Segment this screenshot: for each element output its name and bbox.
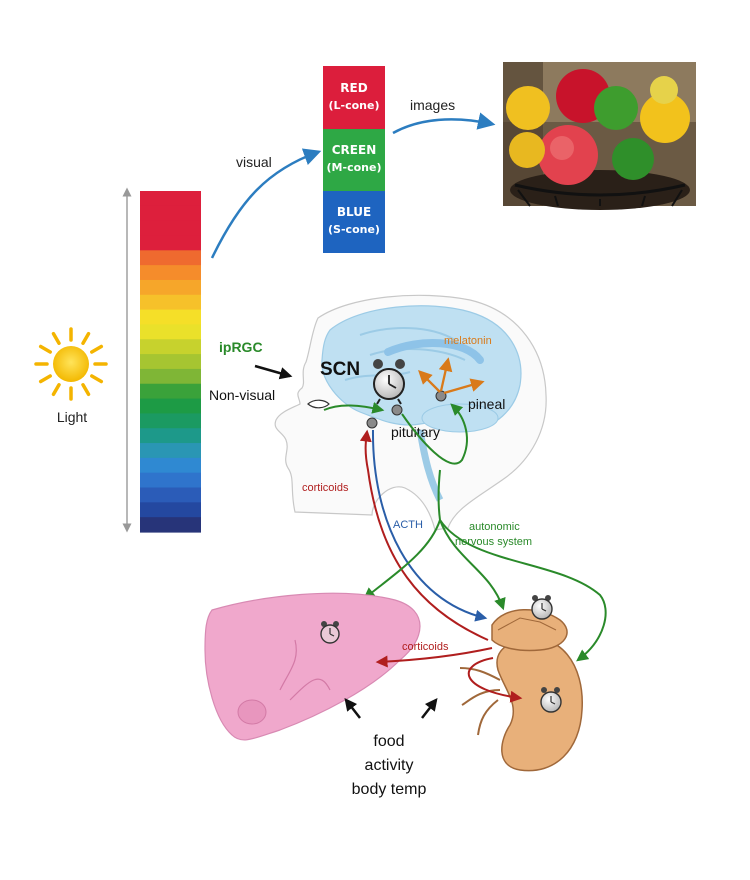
liver [204, 592, 421, 741]
sun-ray [38, 344, 52, 354]
spectrum-band [140, 368, 201, 385]
retina-to-scn-arrow [323, 402, 385, 414]
acth-arrow [371, 429, 488, 622]
autonomic-label-line2: nervous system [455, 536, 532, 548]
autonomic-label-line1: autonomic [469, 521, 520, 533]
spectrum-band [140, 487, 201, 503]
pineal-label: pineal [468, 396, 505, 412]
activity-label: activity [365, 757, 414, 774]
cone-blue-type: (S-cone) [328, 223, 380, 236]
spectrum-band [140, 324, 201, 340]
cone-red: RED (L-cone) [323, 66, 385, 129]
spectrum-band [140, 517, 201, 533]
scn-label: SCN [320, 359, 360, 380]
spectrum-band [140, 428, 201, 444]
visual-arrow [210, 148, 322, 259]
iprgc-label: ipRGC [219, 339, 263, 355]
sun-ray [51, 331, 61, 345]
spectrum-band [140, 279, 201, 296]
autonomic-trunk [437, 469, 441, 521]
spectrum-band [140, 191, 201, 207]
spectrum-band [140, 235, 201, 251]
melatonin-label: melatonin [444, 335, 492, 347]
spectrum-band [140, 294, 201, 311]
spectrum-band [140, 413, 201, 429]
autonomic-to-adrenal-arrow [439, 519, 506, 611]
images-arrow [392, 112, 496, 135]
light-spectrum-bar [140, 191, 201, 533]
spectrum-band [140, 265, 201, 281]
cone-blue: BLUE (S-cone) [323, 191, 385, 253]
spectrum-band [140, 250, 201, 266]
spectrum-band [140, 502, 201, 518]
body-temp-label: body temp [352, 781, 427, 798]
sun-ray [51, 383, 61, 397]
food-label: food [373, 733, 404, 750]
corticoids-lower-label: corticoids [402, 641, 449, 653]
spectrum-band [140, 354, 201, 370]
spectrum-band [140, 443, 201, 459]
cone-green-name: CREEN [332, 143, 376, 157]
sun-ray [81, 331, 91, 345]
non-visual-label: Non-visual [209, 387, 275, 403]
pituitary-node [366, 417, 378, 429]
sun-ray [90, 344, 104, 354]
cone-green-type: (M-cone) [327, 161, 382, 174]
liver-clock-icon [320, 621, 340, 644]
autonomic-to-liver-arrow [363, 519, 441, 600]
kidney-clock-icon [540, 687, 562, 713]
adrenal-clock-icon [531, 595, 553, 620]
spectrum-band [140, 205, 201, 222]
visual-label: visual [236, 154, 272, 170]
melatonin-arrows [418, 357, 485, 395]
spectrum-band [140, 472, 201, 489]
images-label: images [410, 97, 455, 113]
autonomic-to-kidney-arrow [439, 519, 607, 662]
spectrum-band [140, 309, 201, 326]
cone-green: CREEN (M-cone) [323, 129, 385, 191]
corticoids-upper-label: corticoids [302, 482, 349, 494]
corticoids-to-liver-arrow [375, 647, 493, 668]
hypothalamus-node [391, 404, 403, 416]
fruit-basket-image [503, 62, 696, 210]
scn-clock-icon [373, 359, 405, 405]
sun-ray [38, 374, 52, 384]
spectrum-band [140, 339, 201, 355]
sun-ray [81, 383, 91, 397]
spectrum-band [140, 398, 201, 414]
spectrum-band [140, 220, 201, 237]
spectrum-band [140, 383, 201, 400]
sun-ray [90, 374, 104, 384]
brain [321, 305, 522, 502]
cue-to-liver-arrow [344, 698, 361, 719]
adrenal-gland [491, 609, 568, 652]
non-visual-arrow [254, 364, 293, 380]
eye-icon [307, 399, 330, 409]
cue-to-adrenal-arrow [421, 698, 438, 719]
cone-blue-name: BLUE [337, 205, 371, 219]
light-label: Light [57, 409, 87, 425]
cone-red-type: (L-cone) [329, 99, 380, 112]
cone-red-name: RED [340, 81, 367, 95]
kidney [459, 637, 583, 772]
acth-label: ACTH [393, 519, 423, 531]
spectrum-band [140, 457, 201, 474]
scn-to-pineal-arrow [401, 403, 468, 465]
corticoids-feedback-arrow [359, 429, 489, 641]
sun-icon [34, 327, 108, 401]
adrenal-to-kidney-arrow [467, 657, 523, 703]
